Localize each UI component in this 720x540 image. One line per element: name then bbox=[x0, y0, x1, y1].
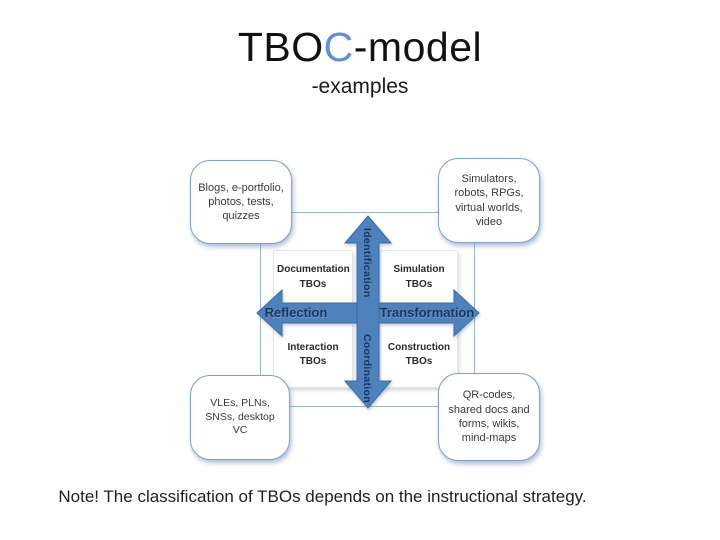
axis-label-transformation: Transformation bbox=[379, 305, 475, 320]
slide-title-prefix: TBO bbox=[237, 24, 324, 70]
quadrant-construction-tbos: Construction TBOs bbox=[380, 322, 458, 388]
axis-label-identification: Identification bbox=[361, 228, 373, 298]
footer-note: Note! The classification of TBOs depends… bbox=[58, 487, 587, 506]
quadrant-label: Documentation TBOs bbox=[277, 264, 350, 290]
example-box-blogs: Blogs, e-portfolio, photos, tests, quizz… bbox=[190, 160, 292, 244]
vertical-double-arrow-icon bbox=[343, 215, 393, 409]
cross-arrows-icon bbox=[256, 215, 480, 409]
slide-subtitle: -examples bbox=[311, 75, 409, 98]
example-box-text: VLEs, PLNs, SNSs, desktop VC bbox=[205, 397, 275, 437]
example-box-qr-codes: QR-codes, shared docs and forms, wikis, … bbox=[438, 373, 540, 461]
example-box-vles: VLEs, PLNs, SNSs, desktop VC bbox=[190, 375, 290, 460]
quadrant-label: Interaction TBOs bbox=[287, 341, 339, 368]
slide-title: TBOC-model bbox=[0, 24, 720, 71]
example-box-text: QR-codes, shared docs and forms, wikis, … bbox=[448, 389, 530, 445]
example-box-text: Blogs, e-portfolio, photos, tests, quizz… bbox=[198, 181, 284, 223]
slide-title-suffix: -model bbox=[353, 24, 483, 70]
quadrant-label: Construction TBOs bbox=[387, 341, 451, 368]
slide-title-highlight-c: C bbox=[323, 24, 354, 70]
tboc-diagram: Documentation TBOs Simulation TBOs Inter… bbox=[190, 158, 540, 464]
axis-label-reflection: Reflection bbox=[264, 305, 328, 320]
quadrant-label: Simulation TBOs bbox=[393, 264, 445, 290]
quadrant-documentation-tbos: Documentation TBOs bbox=[273, 250, 353, 305]
axis-label-coordination: Coordination bbox=[361, 333, 373, 403]
example-box-text: Simulators, robots, RPGs, virtual worlds… bbox=[454, 172, 524, 228]
example-box-simulators: Simulators, robots, RPGs, virtual worlds… bbox=[438, 158, 540, 243]
quadrant-simulation-tbos: Simulation TBOs bbox=[380, 250, 458, 305]
